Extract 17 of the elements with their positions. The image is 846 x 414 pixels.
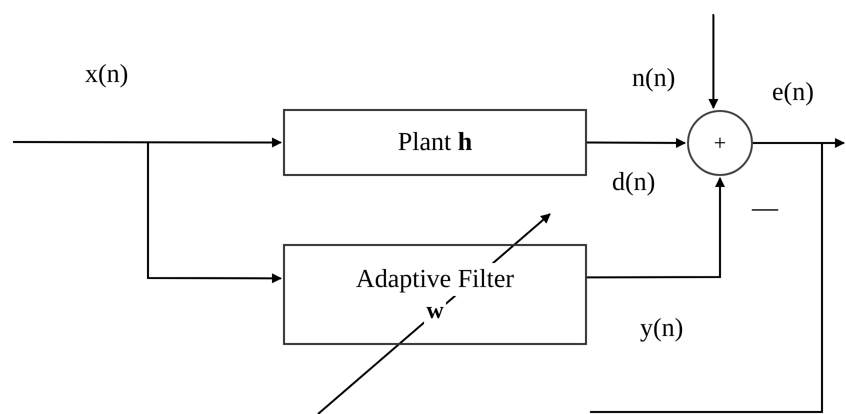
signal-label: y(n) <box>640 312 684 344</box>
feedback-line <box>590 142 823 413</box>
signal-label: e(n) <box>772 76 814 108</box>
signal-label: d(n) <box>612 166 656 198</box>
arrow <box>13 137 282 148</box>
signal-label: — <box>752 192 778 224</box>
arrow <box>587 177 725 278</box>
summing-junction <box>687 110 753 176</box>
signal-label: n(n) <box>632 62 676 94</box>
arrow <box>708 14 718 109</box>
block-label: Adaptive Filter <box>354 263 516 296</box>
signal-label: x(n) <box>85 58 128 90</box>
arrow <box>147 142 282 284</box>
operator-sign: + <box>714 132 726 154</box>
arrow <box>587 138 686 148</box>
process-box <box>283 244 587 345</box>
process-box <box>283 109 587 176</box>
